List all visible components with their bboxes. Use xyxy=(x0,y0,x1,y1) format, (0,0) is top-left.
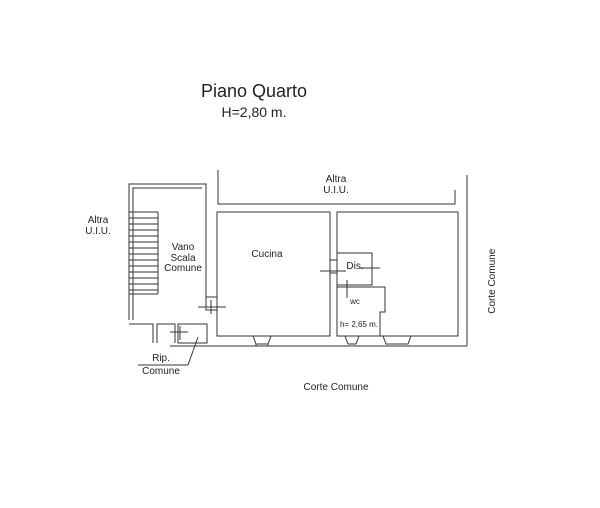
label-line: Comune xyxy=(142,365,180,377)
label-line: Comune xyxy=(164,263,202,274)
plan-height: H=2,80 m. xyxy=(221,104,287,120)
stair-steps xyxy=(129,211,159,295)
label-altra-uiu-top: Altra U.I.U. xyxy=(316,174,356,196)
label-altra-uiu-left: Altra U.I.U. xyxy=(78,215,118,237)
label-line: Vano xyxy=(171,242,195,253)
rip-comune-room xyxy=(177,323,208,344)
wc-room xyxy=(337,286,386,336)
label-cucina: Cucina xyxy=(251,249,283,260)
door-stair-cucina xyxy=(198,296,226,314)
label-corte-comune-right: Corte Comune xyxy=(486,248,498,314)
stair-well xyxy=(128,183,208,366)
dis-room xyxy=(336,252,373,286)
label-line: Altra xyxy=(325,174,347,185)
label-corte-comune-bottom: Corte Comune xyxy=(303,382,369,393)
label-vano-scala: Vano Scala Comune xyxy=(160,242,206,275)
label-wc: wc xyxy=(350,297,360,306)
label-rip-comune: Rip. Comune xyxy=(138,353,184,377)
cucina-room xyxy=(216,211,331,337)
label-line: Altra xyxy=(87,215,109,226)
windows xyxy=(252,335,412,346)
plan-title: Piano Quarto xyxy=(200,81,308,101)
label-dis: Dis. xyxy=(346,261,364,272)
label-line: U.I.U. xyxy=(85,225,111,237)
label-wc-height: h= 2,65 m. xyxy=(339,320,379,329)
altra-uiu-wall xyxy=(217,170,468,346)
label-line: U.I.U. xyxy=(323,184,349,196)
right-room xyxy=(336,211,459,337)
label-line: Scala xyxy=(170,252,196,264)
label-line: Rip. xyxy=(152,353,170,364)
